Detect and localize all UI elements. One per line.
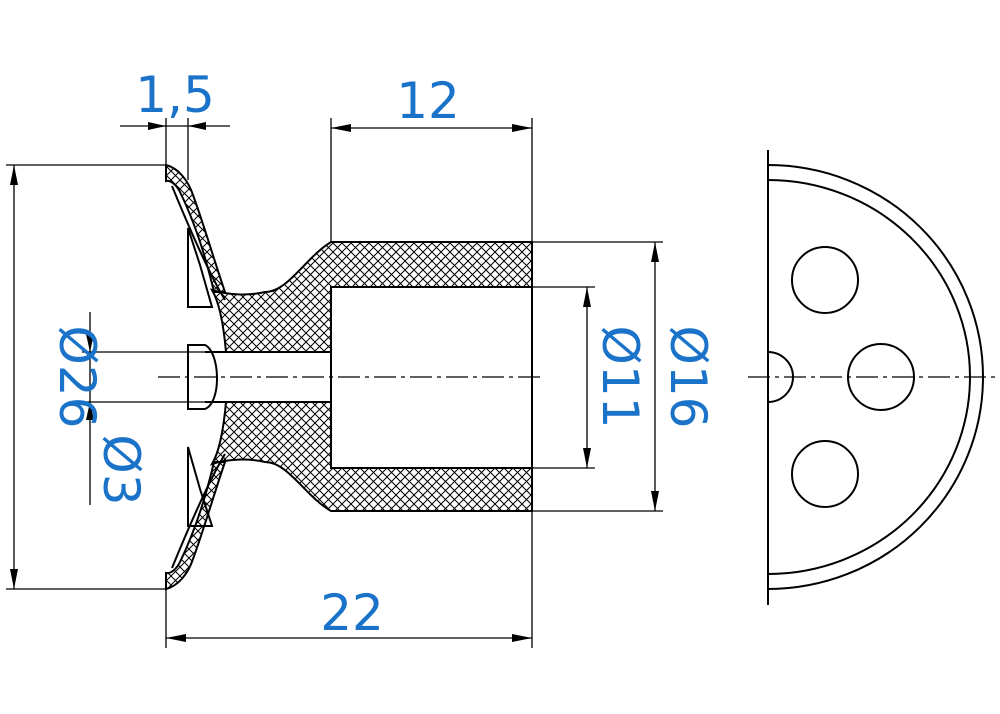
center-dome bbox=[187, 344, 218, 410]
dim-outer-diameter: Ø26 bbox=[48, 326, 106, 429]
side-view bbox=[748, 150, 998, 605]
dimension-lines bbox=[6, 118, 663, 648]
suction-face bbox=[171, 185, 226, 301]
dim-hole-diameter: Ø3 bbox=[92, 434, 150, 505]
suction-face-lower bbox=[171, 453, 226, 569]
dim-overall-length: 22 bbox=[320, 584, 384, 642]
dim-bore-diameter: Ø11 bbox=[591, 326, 649, 429]
side-hole-bottom bbox=[791, 440, 859, 508]
dim-bore-depth: 12 bbox=[396, 72, 460, 130]
vent-slot-lower bbox=[187, 446, 214, 527]
dim-body-diameter: Ø16 bbox=[659, 326, 717, 429]
flange-upper bbox=[165, 163, 227, 293]
section-view bbox=[158, 163, 545, 591]
dim-flange-thickness: 1,5 bbox=[135, 66, 215, 124]
vent-slot-upper bbox=[187, 227, 214, 308]
body-wall-upper bbox=[209, 241, 533, 353]
dimension-labels: 1,5 12 22 Ø26 Ø3 Ø11 Ø16 bbox=[48, 66, 717, 642]
side-hole-top bbox=[791, 246, 859, 314]
body-wall-lower bbox=[209, 401, 533, 512]
